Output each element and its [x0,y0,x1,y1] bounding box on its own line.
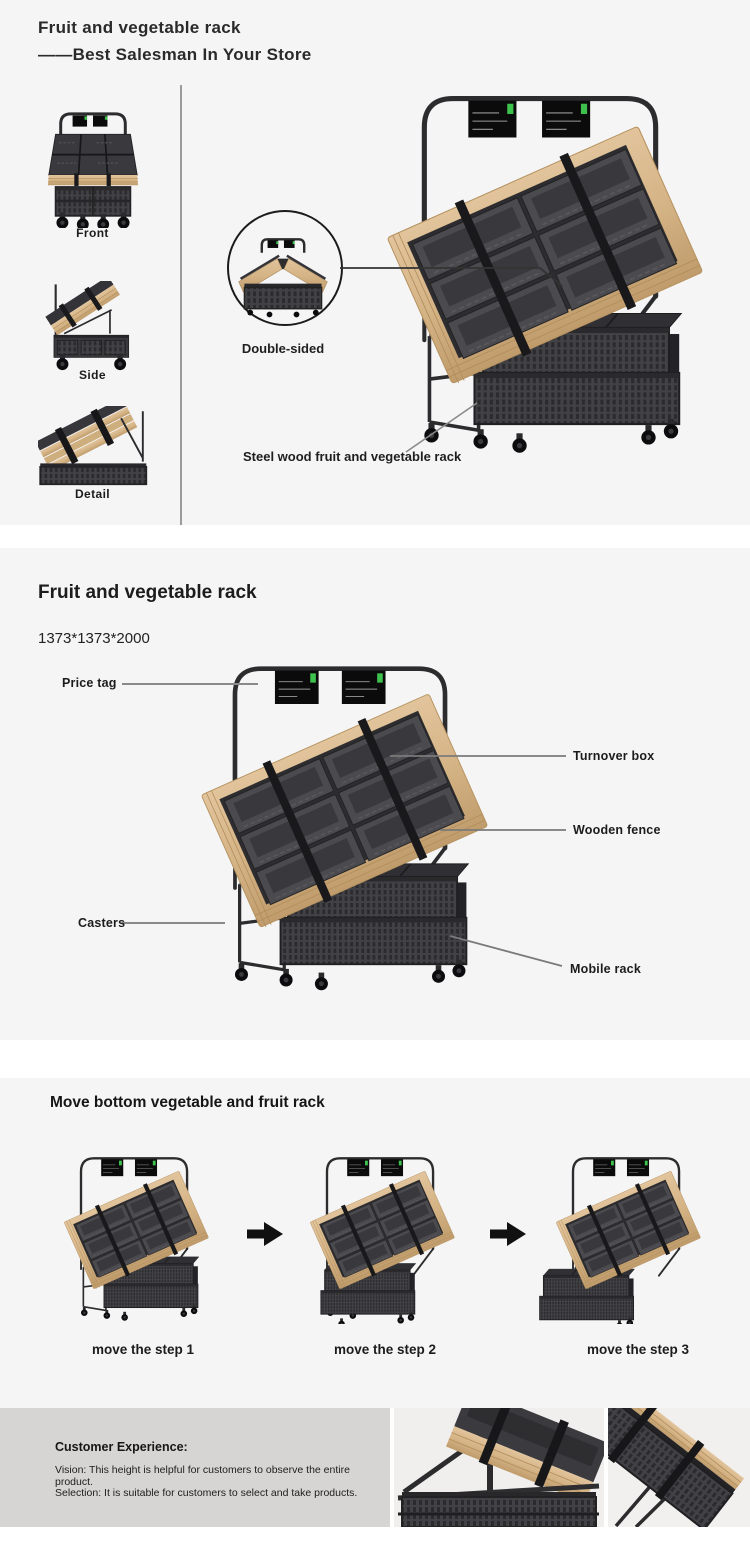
step1-label: move the step 1 [91,1342,195,1357]
labeled-rack-illustration [182,648,498,997]
step1-illustration [62,1157,210,1324]
rack-caption: Steel wood fruit and vegetable rack [243,449,462,464]
side-view-illustration [45,281,130,371]
front-view-illustration [47,112,139,228]
callout-wooden-fence: Wooden fence [573,823,661,837]
double-sided-label: Double-sided [241,341,325,356]
detail-photo-2-illustration [608,1408,750,1527]
front-view-label: Front [76,226,109,240]
section-specs: Fruit and vegetable rack 1373*1373*2000 … [0,548,750,1040]
detail-view-image [38,406,152,486]
side-view-image [42,281,144,376]
detail-photo-incline [608,1408,750,1527]
detail-photo-crate-corner [394,1408,604,1527]
double-sided-inset [227,210,343,326]
detail-view-label: Detail [74,487,111,501]
arrow-right-icon [490,1220,526,1248]
step3-label: move the step 3 [586,1342,690,1357]
page-title: Fruit and vegetable rack [38,18,241,37]
step2-image [286,1148,460,1324]
step2-label: move the step 2 [333,1342,437,1357]
move-steps-title: Move bottom vegetable and fruit rack [50,1094,325,1111]
step2-illustration [308,1157,456,1324]
vertical-divider [180,85,182,525]
customer-experience-panel: Customer Experience: Vision: This height… [0,1408,390,1527]
page-subtitle: ——Best Salesman In Your Store [38,45,312,64]
callout-mobile-rack: Mobile rack [570,962,641,976]
section-specs-title: Fruit and vegetable rack [38,582,257,603]
customer-experience-vision: Vision: This height is helpful for custo… [55,1464,350,1488]
section-overview: Fruit and vegetable rack ——Best Salesman… [0,0,750,525]
arrow-right-icon [247,1220,283,1248]
step3-image [532,1148,706,1324]
double-sided-illustration [238,238,328,318]
main-rack-image [366,76,714,460]
customer-experience-heading: Customer Experience: [55,1440,188,1454]
detail-photo-1-illustration [394,1408,604,1527]
dimensions-text: 1373*1373*2000 [38,630,150,647]
front-view-image [42,100,144,228]
customer-experience-selection: Selection: It is suitable for customers … [55,1487,358,1499]
callout-turnover-box: Turnover box [573,749,655,763]
step1-image [40,1148,214,1324]
callout-casters: Casters [78,916,126,930]
labeled-rack-image [182,648,498,997]
main-rack-illustration [366,76,714,460]
callout-price-tag: Price tag [62,676,117,690]
step3-illustration [532,1157,702,1324]
section-move-steps: Move bottom vegetable and fruit rack [0,1078,750,1408]
side-view-label: Side [79,368,106,382]
detail-view-illustration [38,406,148,486]
